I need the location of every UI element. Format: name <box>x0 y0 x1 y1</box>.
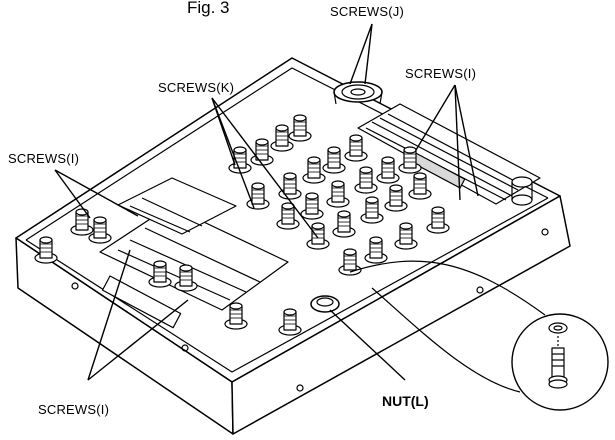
potentiometer <box>408 172 432 200</box>
potentiometer <box>88 216 112 244</box>
potentiometers <box>34 114 450 336</box>
jack-socket <box>333 81 383 105</box>
potentiometer <box>300 192 324 220</box>
potentiometer <box>384 184 408 212</box>
potentiometer <box>278 308 302 336</box>
potentiometer <box>376 156 400 184</box>
label-screws-i-left: SCREWS(I) <box>8 151 80 166</box>
potentiometer <box>306 222 330 250</box>
potentiometer <box>278 172 302 200</box>
label-screws-i-right: SCREWS(I) <box>405 66 477 81</box>
label-screws-j: SCREWS(J) <box>330 4 405 19</box>
potentiometer <box>398 146 422 174</box>
label-nut-l: NUT(L) <box>382 393 429 409</box>
right-board <box>357 103 541 205</box>
potentiometer <box>344 134 368 162</box>
potentiometer <box>364 236 388 264</box>
potentiometer <box>34 236 58 264</box>
potentiometer <box>332 210 356 238</box>
potentiometer <box>148 260 172 288</box>
potentiometer <box>326 180 350 208</box>
right-cylinder <box>511 176 533 206</box>
potentiometer <box>394 222 418 250</box>
potentiometer <box>322 146 346 174</box>
potentiometer <box>270 124 294 152</box>
potentiometer <box>224 302 248 330</box>
chassis-body <box>15 57 571 435</box>
potentiometer <box>360 196 384 224</box>
potentiometer <box>174 264 198 292</box>
potentiometer <box>426 206 450 234</box>
figure-title: Fig. 3 <box>187 0 230 17</box>
potentiometer <box>338 248 362 276</box>
zoom-callout <box>349 260 609 411</box>
potentiometer <box>246 182 270 210</box>
label-screws-i-bottom: SCREWS(I) <box>38 402 110 417</box>
left-board <box>99 177 289 329</box>
potentiometer <box>302 156 326 184</box>
leader-lines <box>54 23 479 381</box>
potentiometer <box>354 166 378 194</box>
label-screws-k: SCREWS(K) <box>158 80 235 95</box>
potentiometer <box>288 114 312 142</box>
nut-l-part <box>310 295 340 313</box>
